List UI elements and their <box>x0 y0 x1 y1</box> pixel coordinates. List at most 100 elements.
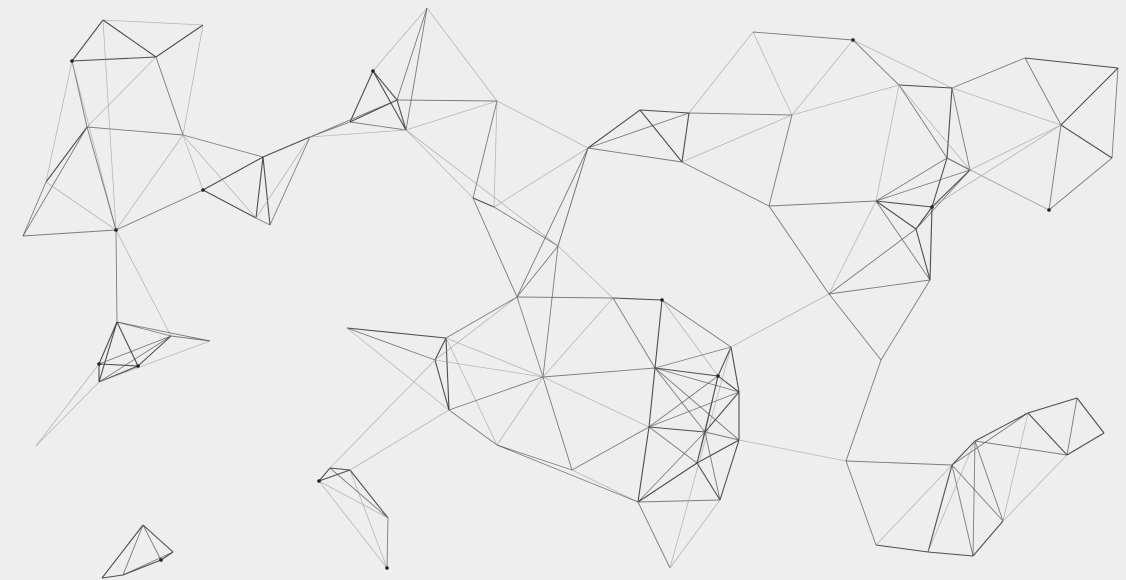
mesh-edge <box>396 99 407 131</box>
mesh-node <box>1047 208 1051 212</box>
mesh-edge <box>1111 67 1119 159</box>
mesh-edge <box>116 321 139 367</box>
mesh-edges <box>22 7 1119 579</box>
mesh-edge <box>648 367 656 428</box>
mesh-edge <box>434 296 518 361</box>
mesh-edge <box>1002 454 1068 522</box>
mesh-edge <box>448 409 498 446</box>
mesh-edge <box>852 39 953 89</box>
mesh-edge <box>1024 57 1119 69</box>
mesh-edge <box>255 136 311 219</box>
mesh-edge <box>972 440 976 557</box>
mesh-edge <box>542 376 573 471</box>
mesh-edge <box>493 100 498 208</box>
mesh-edge <box>972 520 1004 557</box>
mesh-edge <box>71 60 117 231</box>
mesh-edge <box>571 469 639 503</box>
mesh-edge <box>45 126 88 183</box>
mesh-edge <box>661 299 732 348</box>
mesh-edge <box>170 335 211 342</box>
mesh-edge <box>115 229 118 323</box>
mesh-edge <box>1060 124 1113 159</box>
mesh-edge <box>448 376 544 411</box>
mesh-edge <box>681 112 690 163</box>
mesh-edge <box>182 134 264 158</box>
mesh-edge <box>875 464 953 546</box>
mesh-edge <box>516 147 589 298</box>
mesh-edge <box>202 189 257 219</box>
mesh-edge <box>98 321 118 383</box>
mesh-edge <box>688 112 793 116</box>
mesh-edge <box>719 439 740 501</box>
mesh-edge <box>791 84 900 116</box>
mesh-edge <box>880 279 931 361</box>
mesh-edge <box>637 431 706 503</box>
mesh-edge <box>929 206 933 281</box>
mesh-edge <box>681 114 793 163</box>
mesh-edge <box>927 440 976 553</box>
mesh-edge <box>255 217 271 226</box>
mesh-edge <box>951 464 974 557</box>
mesh-edge <box>434 337 447 361</box>
mesh-edge <box>318 480 389 519</box>
mesh-edge <box>791 39 854 116</box>
mesh-edge <box>915 228 931 281</box>
mesh-edge <box>155 56 184 136</box>
mesh-node <box>70 59 74 63</box>
mesh-edge <box>654 367 740 441</box>
mesh-edge <box>875 200 917 230</box>
mesh-edge <box>496 100 589 149</box>
mesh-edge <box>637 499 721 503</box>
mesh-edge <box>45 60 73 183</box>
mesh-edge <box>639 109 683 163</box>
mesh-edge <box>396 7 428 101</box>
mesh-edge <box>648 426 698 464</box>
mesh-edge <box>434 359 450 411</box>
mesh-edge <box>852 39 900 86</box>
mesh-edge <box>654 346 732 369</box>
mesh-edge <box>828 228 917 295</box>
mesh-edge <box>875 200 931 281</box>
mesh-edge <box>612 297 663 301</box>
mesh-edge <box>845 359 882 462</box>
mesh-edge <box>717 375 740 393</box>
mesh-edge <box>349 469 389 519</box>
mesh-edge <box>768 205 830 295</box>
mesh-edge <box>182 134 257 219</box>
mesh-edge <box>669 499 721 569</box>
mesh-edge <box>122 524 144 576</box>
mesh-edge <box>35 363 100 447</box>
mesh-edge <box>102 19 204 26</box>
mesh-edge <box>951 87 971 171</box>
mesh-edge <box>654 367 719 377</box>
mesh-edge <box>45 181 117 231</box>
mesh-edge <box>915 169 971 230</box>
mesh-edge <box>396 99 498 102</box>
mesh-edge <box>1027 397 1078 414</box>
mesh-node <box>385 566 389 570</box>
mesh-edge <box>654 367 706 433</box>
mesh-edge <box>35 381 100 447</box>
mesh-edge <box>717 346 732 377</box>
mesh-edge <box>309 129 407 138</box>
mesh-edge <box>493 147 589 208</box>
mesh-edge <box>557 147 589 247</box>
mesh-edge <box>696 439 740 464</box>
mesh-edge <box>405 7 428 131</box>
mesh-edge <box>318 480 388 569</box>
mesh-edge <box>648 426 706 433</box>
mesh-edge <box>137 335 172 367</box>
mesh-edge <box>386 517 389 569</box>
mesh-edge <box>426 7 498 102</box>
mesh-edge <box>434 359 544 378</box>
mesh-edge <box>472 197 495 208</box>
mesh-edge <box>269 136 311 226</box>
mesh-edge <box>405 100 498 131</box>
mesh-edge <box>730 346 740 393</box>
mesh-edge <box>101 574 124 579</box>
mesh-edge <box>571 426 650 471</box>
mesh-node <box>317 479 321 483</box>
mesh-edge <box>22 229 117 237</box>
mesh-edge <box>828 279 931 295</box>
mesh-edge <box>875 84 900 202</box>
